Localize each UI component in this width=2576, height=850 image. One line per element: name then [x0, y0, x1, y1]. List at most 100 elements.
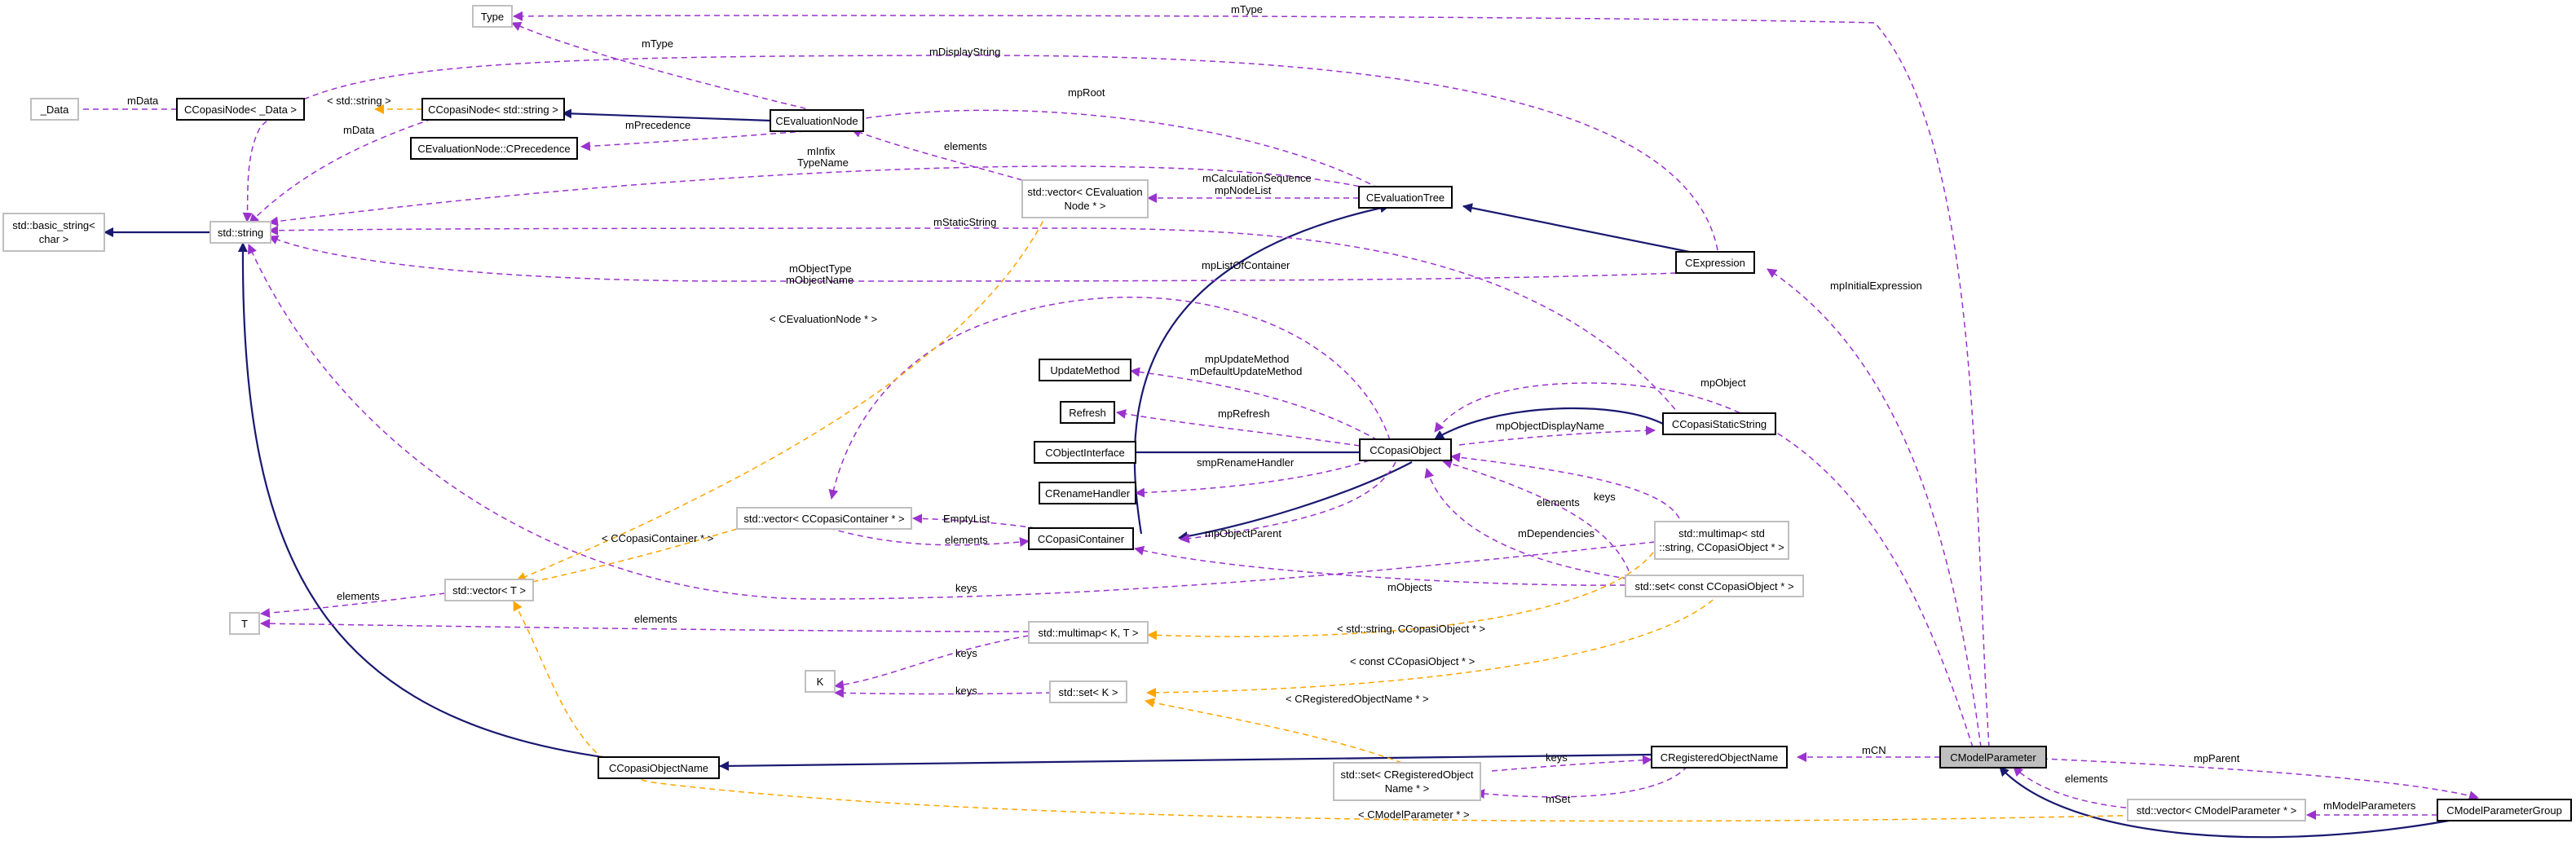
edge-regname-to-set-regname-keys: [1491, 755, 1652, 772]
node-refresh[interactable]: Refresh: [1060, 401, 1115, 424]
node-updatemethod[interactable]: UpdateMethod: [1039, 359, 1131, 381]
node-label-line1: std::set< CRegisteredObject: [1341, 769, 1474, 781]
node-cevaluationnode[interactable]: CEvaluationNode: [770, 109, 864, 132]
edge-ccopasiobjectname-to-cregisteredobjectname: [719, 753, 1652, 771]
edge-refresh-to-ccopasiobject-mprefresh: [1116, 408, 1361, 447]
node-label: CRegisteredObjectName: [1661, 751, 1779, 764]
edge-std-string-to-cevaluationtree-minfix: [268, 165, 1388, 227]
node-ccopasinode-string[interactable]: CCopasiNode< std::string >: [421, 98, 565, 121]
edge-label-mobjects: mObjects: [1387, 581, 1432, 593]
edge-label-mobjectname: mObjectName: [786, 274, 854, 286]
node-vector-modelparam[interactable]: std::vector< CModelParameter * >: [2127, 799, 2306, 821]
edge-label-mpnodelist: mpNodeList: [1215, 184, 1272, 196]
node-ccopasinode-data[interactable]: CCopasiNode< _Data >: [176, 98, 305, 121]
edge-container-to-set-mobjects: [1134, 545, 1626, 586]
node-cmodelparameter[interactable]: CModelParameter: [1939, 746, 2047, 769]
edge-label-mpupdatemethod: mpUpdateMethod: [1205, 353, 1289, 365]
node-label: CModelParameterGroup: [2446, 804, 2562, 817]
edge-cmodelparameter-to-cmodelparametergroup: [1999, 766, 2459, 839]
node-label-line2: char >: [39, 233, 69, 245]
node-vector-container[interactable]: std::vector< CCopasiContainer * >: [736, 507, 912, 530]
edge-label-mtype-top: mType: [1231, 3, 1263, 15]
edge-label-elements-modelparam: elements: [2065, 773, 2108, 785]
node-label-line2: ::string, CCopasiObject * >: [1659, 541, 1784, 553]
node-set-regname[interactable]: std::set< CRegisteredObject Name * >: [1333, 762, 1481, 801]
edge-vector-container-to-ccopasiobject-mplistofcontainer: [828, 297, 1391, 500]
edge-t-to-vector-t-elements: [260, 592, 446, 619]
node-multimap-kt[interactable]: std::multimap< K, T >: [1028, 621, 1149, 644]
node-vector-t[interactable]: std::vector< T >: [444, 579, 534, 601]
edge-label-mprefresh: mpRefresh: [1218, 407, 1270, 420]
edge-label-mdata-2: mData: [343, 124, 375, 136]
node-label: K: [817, 676, 824, 688]
node-label: CModelParameter: [1950, 751, 2036, 764]
node-set-k[interactable]: std::set< K >: [1049, 680, 1127, 703]
edge-std-string-to-ccopasiobjectname: [237, 242, 653, 764]
node-label-line2: Node * >: [1065, 200, 1106, 212]
node-cmodelparametergroup[interactable]: CModelParameterGroup: [2437, 799, 2572, 821]
node-t[interactable]: T: [229, 612, 260, 635]
edge-label-cmodelparam-tmpl: < CModelParameter * >: [1358, 808, 1470, 821]
edge-label-mprecedence: mPrecedence: [625, 119, 690, 131]
edge-label-mmodelparameters: mModelParameters: [2323, 799, 2416, 812]
edge-vector-t-to-vector-modelparam: [513, 601, 2153, 822]
edge-std-string-to-ccopasiobject-mobjectname: [268, 235, 1677, 282]
edge-multimap-kt-to-multimap-string: [1147, 544, 1660, 641]
node-type[interactable]: Type: [472, 5, 513, 28]
edge-label-elements-evalnode: elements: [944, 140, 987, 152]
node-label: std::vector< CModelParameter * >: [2137, 804, 2297, 817]
edge-t-to-multimap-kt-elements: [260, 619, 1030, 632]
node-k[interactable]: K: [805, 670, 836, 693]
edge-cevaluationnode-to-vector-elements: [851, 128, 1023, 181]
edge-vector-t-to-vector-evalnode: [516, 203, 1052, 582]
node-vector-evalnode[interactable]: std::vector< CEvaluation Node * >: [1021, 179, 1149, 218]
edge-label-mstaticstring: mStaticString: [933, 216, 996, 228]
node-cexpression[interactable]: CExpression: [1675, 251, 1755, 274]
edge-container-to-vectorcontainer-emptylist: [912, 513, 1036, 529]
edge-label-emptylist: EmptyList: [943, 513, 990, 525]
node-ccopasicontainer[interactable]: CCopasiContainer: [1028, 527, 1134, 550]
node-data[interactable]: _Data: [30, 98, 79, 121]
edge-vector-t-to-vector-container: [516, 528, 738, 588]
node-ccopasiobjectname[interactable]: CCopasiObjectName: [598, 756, 720, 779]
node-label-line1: std::basic_string<: [12, 219, 95, 231]
node-label: CCopasiStaticString: [1672, 418, 1767, 430]
edge-label-elements-t2: elements: [634, 613, 677, 625]
node-std-string[interactable]: std::string: [210, 221, 271, 244]
edge-cevaluationtree-to-cexpression: [1462, 203, 1706, 257]
node-label: _Data: [40, 103, 69, 116]
edge-label-mobjecttype: mObjectType: [789, 262, 852, 275]
node-multimap-string-object[interactable]: std::multimap< std ::string, CCopasiObje…: [1654, 521, 1789, 560]
node-cevaluationnode-cprecedence[interactable]: CEvaluationNode::CPrecedence: [410, 137, 578, 160]
edge-std-string-to-staticstring-mstaticstring: [268, 225, 1688, 425]
node-label: std::vector< T >: [452, 584, 526, 597]
edge-label-ccontainer-tmpl: < CCopasiContainer * >: [602, 532, 713, 544]
node-label: CCopasiObject: [1370, 444, 1441, 456]
node-set-const-object[interactable]: std::set< const CCopasiObject * >: [1625, 575, 1804, 597]
edge-label-mpobject: mpObject: [1700, 377, 1746, 389]
edge-k-to-multimap-kt-keys: [834, 635, 1030, 690]
edges: [68, 11, 2479, 839]
edge-label-mproot: mpRoot: [1068, 86, 1105, 99]
node-label: std::set< K >: [1059, 686, 1118, 698]
edge-ccopasiobject-to-ccopasistaticstring: [1434, 407, 1664, 440]
node-crenamehandler[interactable]: CRenameHandler: [1039, 482, 1136, 504]
edge-label-mtype: mType: [642, 37, 673, 50]
edge-label-typename: TypeName: [797, 156, 849, 169]
node-label: CRenameHandler: [1045, 487, 1131, 500]
node-basic-string[interactable]: std::basic_string< char >: [2, 213, 105, 252]
node-cevaluationtree[interactable]: CEvaluationTree: [1358, 186, 1453, 209]
edge-updatemethod-to-ccopasiobject: [1130, 367, 1378, 441]
edge-label-elements-container: elements: [945, 534, 988, 546]
edge-label-elements-t: elements: [337, 590, 380, 602]
edge-label-mplistofcontainer: mpListOfContainer: [1202, 259, 1290, 271]
edge-label-mdefaultupdatemethod: mDefaultUpdateMethod: [1190, 365, 1302, 377]
node-ccopasiobject[interactable]: CCopasiObject: [1359, 438, 1452, 461]
edge-label-std-string-tmpl: < std::string >: [327, 95, 391, 107]
edge-label-mdependencies: mDependencies: [1518, 527, 1595, 540]
edge-cprecedence-to-cevaluationnode: [580, 130, 816, 152]
node-ccopasistaticstring[interactable]: CCopasiStaticString: [1662, 412, 1776, 435]
node-cobjectinterface[interactable]: CObjectInterface: [1034, 441, 1136, 464]
node-cregisteredobjectname[interactable]: CRegisteredObjectName: [1651, 746, 1788, 769]
